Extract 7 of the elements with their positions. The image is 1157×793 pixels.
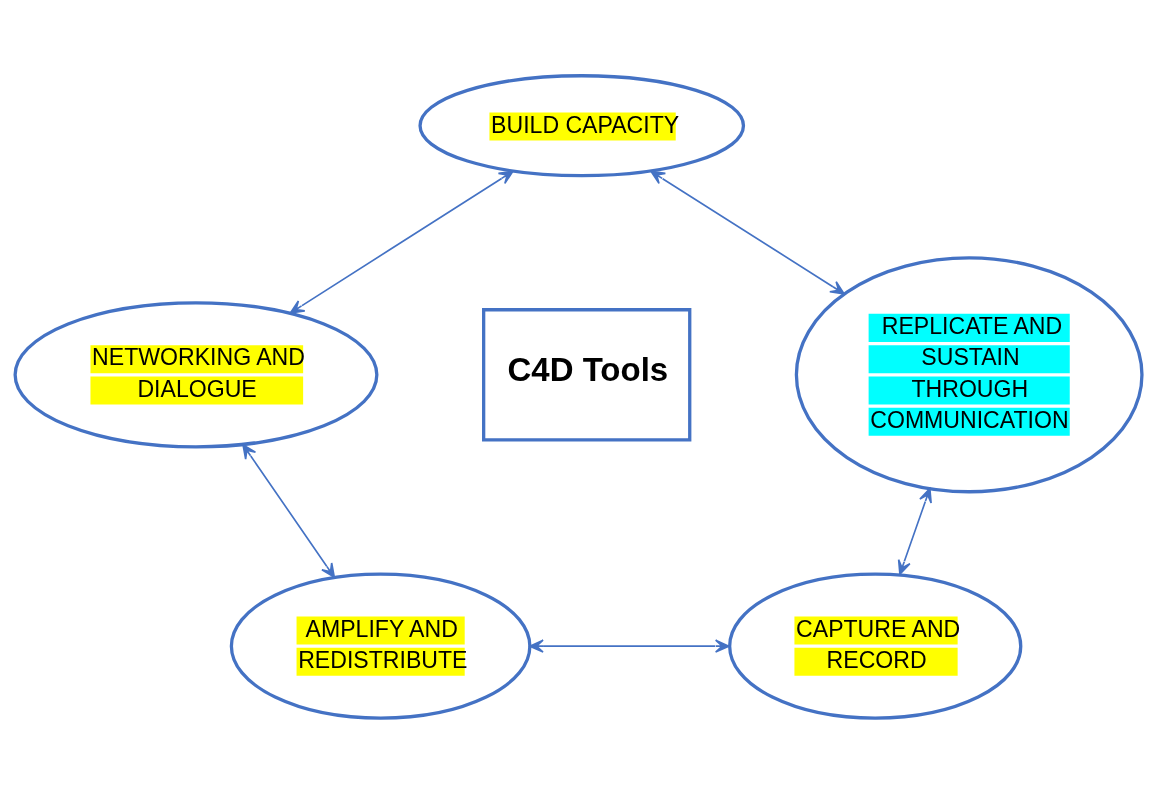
node-box: C4D Tools — [482, 307, 692, 442]
arrow — [897, 487, 932, 575]
arrow — [650, 170, 845, 295]
arrow — [242, 443, 336, 578]
arrow — [289, 170, 514, 314]
node-ellipse: REPLICATE AND SUSTAIN THROUGH COMMUNICATION — [794, 255, 1144, 493]
arrow — [529, 638, 730, 653]
